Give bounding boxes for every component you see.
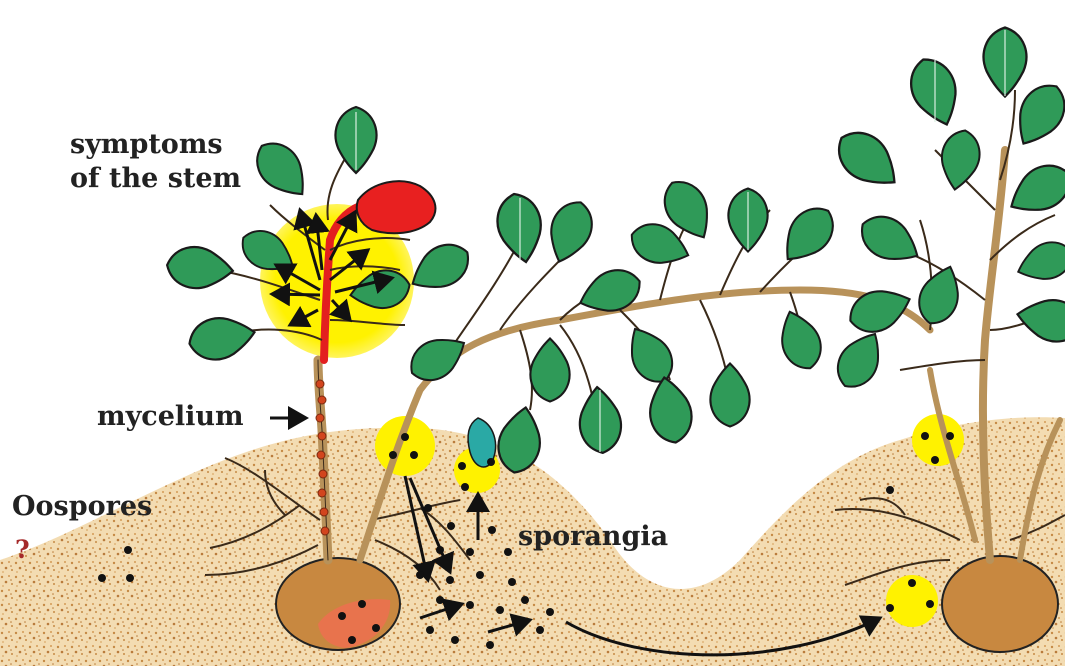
leaf: [247, 133, 317, 206]
leaf: [710, 364, 749, 427]
question-mark-label: ?: [15, 533, 30, 567]
leaf: [186, 312, 258, 364]
leaf: [644, 374, 696, 446]
tuber-right: [942, 556, 1058, 652]
mycelium-label: mycelium: [97, 400, 244, 434]
symptoms-label-line2: of the stem: [70, 162, 241, 196]
leaf: [530, 339, 569, 402]
leaf: [1012, 236, 1065, 289]
leaf: [541, 196, 599, 269]
sporangia-label: sporangia: [518, 520, 668, 554]
leaf: [773, 198, 843, 271]
leaf: [1014, 294, 1065, 346]
leaf: [403, 327, 474, 389]
leaf: [772, 305, 827, 374]
leaf: [829, 325, 891, 396]
infected-leaf: [357, 181, 436, 233]
oospores-label: Oospores: [12, 490, 152, 524]
symptoms-label: symptoms of the stem: [70, 128, 241, 196]
leaf: [828, 121, 908, 198]
leaf: [403, 235, 477, 300]
leaf: [165, 245, 234, 292]
leaf: [853, 207, 927, 272]
symptoms-label-line1: symptoms: [70, 128, 241, 162]
leaf: [936, 127, 983, 193]
leaf: [619, 320, 681, 391]
leaf: [1001, 156, 1065, 224]
